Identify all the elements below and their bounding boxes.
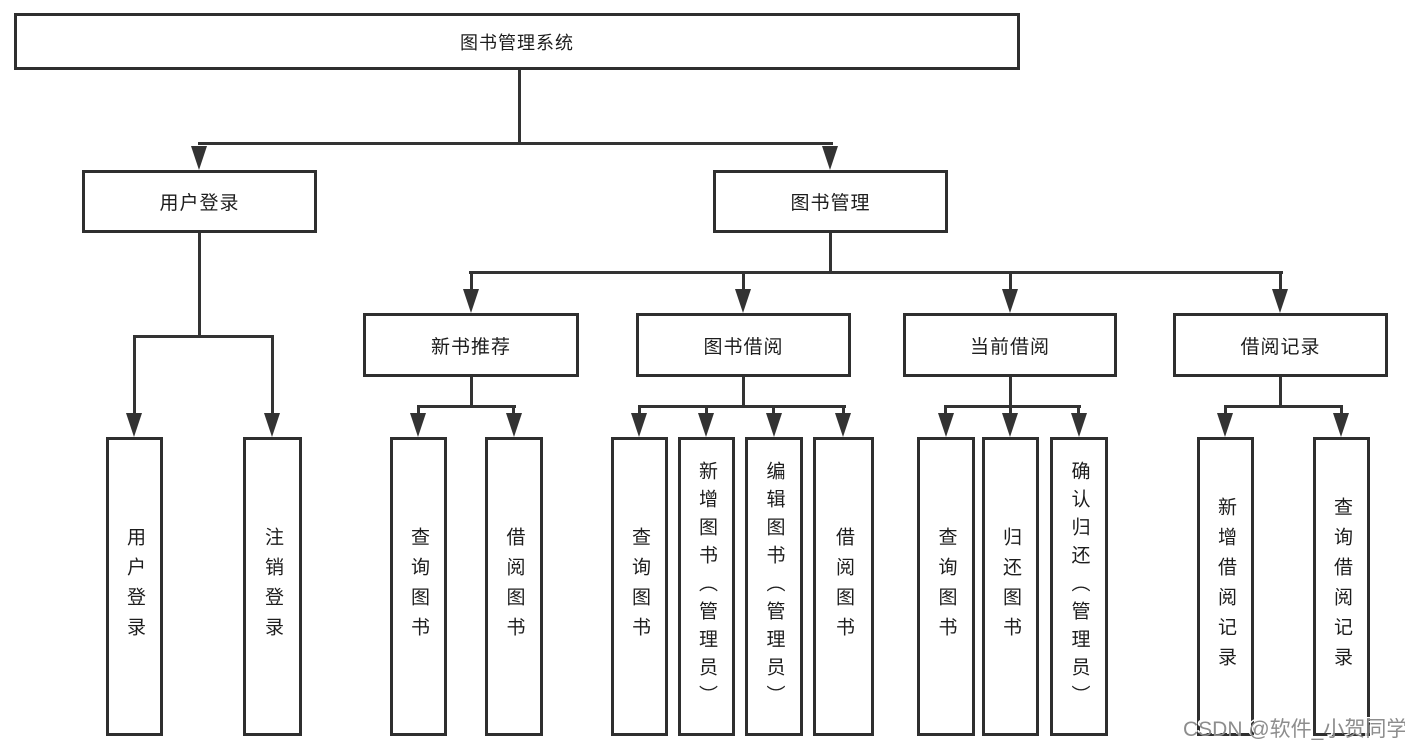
leaf-logout: 注销登录 [243,437,302,736]
leaf-query-book-a: 查询图书 [390,437,447,736]
edge-borrow-record-stem [1279,271,1282,293]
arrowhead-book-borrow [735,289,751,313]
leaf-confirm-return-label: 确认归还（管理员） [1068,460,1090,713]
arrowhead-leaf-confirm [1071,413,1087,437]
edge-book-borrow-stem [742,271,745,293]
edge-record-down [1279,377,1282,408]
leaf-query-book-b-label: 查询图书 [629,526,650,647]
edge-leaf-query-a-stem [417,405,420,419]
edge-recommend-down [470,377,473,408]
edge-borrow-down [742,377,745,408]
edge-leaf-confirm-stem [1077,405,1080,419]
edge-user-login-stem [198,233,201,338]
arrowhead-current-borrow [1002,289,1018,313]
arrowhead-leaf-add-record [1217,413,1233,437]
edge-book-management-stem [829,233,832,274]
edge-current-hline [944,405,1081,408]
edge-root-stem [518,70,521,145]
edge-leaf-borrow-b-stem [842,405,845,419]
edge-leaf-edit-book-stem [772,405,775,419]
arrowhead-user-login [191,146,207,170]
edge-leaf-query-record-stem [1340,405,1343,419]
leaf-edit-book: 编辑图书（管理员） [745,437,803,736]
arrowhead-leaf-query-b [631,413,647,437]
node-book-borrow-label: 图书借阅 [703,336,784,358]
leaf-borrow-book-a-label: 借阅图书 [503,526,525,647]
arrowhead-leaf-borrow-a [506,413,522,437]
edge-level2-hline [469,271,1283,274]
node-current-borrow: 当前借阅 [903,313,1117,377]
edge-leaf-return-stem [1009,405,1012,419]
arrowhead-leaf-query-c [938,413,954,437]
leaf-query-record-label: 查询借阅记录 [1331,496,1352,677]
edge-record-hline [1224,405,1343,408]
leaf-add-record-label: 新增借阅记录 [1215,496,1236,677]
edge-leaf-user-login-stem [133,335,136,417]
edge-leaf-query-b-stem [638,405,641,419]
leaf-edit-book-label: 编辑图书（管理员） [763,460,785,713]
arrowhead-leaf-borrow-b [835,413,851,437]
arrowhead-leaf-add-book [698,413,714,437]
edge-current-borrow-stem [1009,271,1012,293]
edge-current-down [1009,377,1012,408]
leaf-query-book-a-label: 查询图书 [408,526,429,647]
edge-leaf-borrow-a-stem [512,405,515,419]
arrowhead-leaf-edit-book [766,413,782,437]
leaf-add-record: 新增借阅记录 [1197,437,1254,736]
node-borrow-record-label: 借阅记录 [1240,336,1321,358]
node-borrow-record: 借阅记录 [1173,313,1388,377]
node-current-borrow-label: 当前借阅 [969,336,1050,358]
leaf-add-book-label: 新增图书（管理员） [696,460,717,713]
node-root: 图书管理系统 [14,13,1020,70]
leaf-user-login: 用户登录 [106,437,163,736]
arrowhead-leaf-query-record [1333,413,1349,437]
leaf-borrow-book-a: 借阅图书 [485,437,543,736]
node-book-management-label: 图书管理 [790,193,871,214]
leaf-return-book-label: 归还图书 [1000,526,1021,647]
arrowhead-borrow-record [1272,289,1288,313]
leaf-add-book: 新增图书（管理员） [678,437,735,736]
edge-new-book-recommend-stem [470,271,473,293]
leaf-borrow-book-b-label: 借阅图书 [833,526,854,647]
arrowhead-leaf-query-a [410,413,426,437]
leaf-user-login-label: 用户登录 [124,526,145,647]
leaf-query-book-b: 查询图书 [611,437,668,736]
arrowhead-new-book-recommend [463,289,479,313]
edge-borrow-hline [638,405,846,408]
edge-recommend-hline [417,405,516,408]
edge-leaf-logout-stem [271,335,274,417]
node-book-management: 图书管理 [713,170,948,233]
leaf-query-record: 查询借阅记录 [1313,437,1370,736]
edge-leaf-add-record-stem [1224,405,1227,419]
arrowhead-leaf-logout [264,413,280,437]
leaf-query-book-c-label: 查询图书 [935,526,957,647]
node-new-book-recommend: 新书推荐 [363,313,579,377]
arrowhead-leaf-return [1002,413,1018,437]
leaf-logout-label: 注销登录 [262,526,283,647]
node-new-book-recommend-label: 新书推荐 [430,336,511,358]
arrowhead-book-management [822,146,838,170]
leaf-return-book: 归还图书 [982,437,1039,736]
node-root-label: 图书管理系统 [460,32,574,53]
edge-level1-hline [198,142,833,145]
node-user-login-label: 用户登录 [159,193,240,214]
edge-user-login-hline [133,335,274,338]
leaf-borrow-book-b: 借阅图书 [813,437,874,736]
edge-leaf-add-book-stem [705,405,708,419]
arrowhead-leaf-user-login [126,413,142,437]
leaf-confirm-return: 确认归还（管理员） [1050,437,1108,736]
edge-leaf-query-c-stem [944,405,947,419]
node-user-login: 用户登录 [82,170,317,233]
leaf-query-book-c: 查询图书 [917,437,975,736]
node-book-borrow: 图书借阅 [636,313,851,377]
csdn-watermark: CSDN @软件_小贺同学 [1183,718,1405,741]
